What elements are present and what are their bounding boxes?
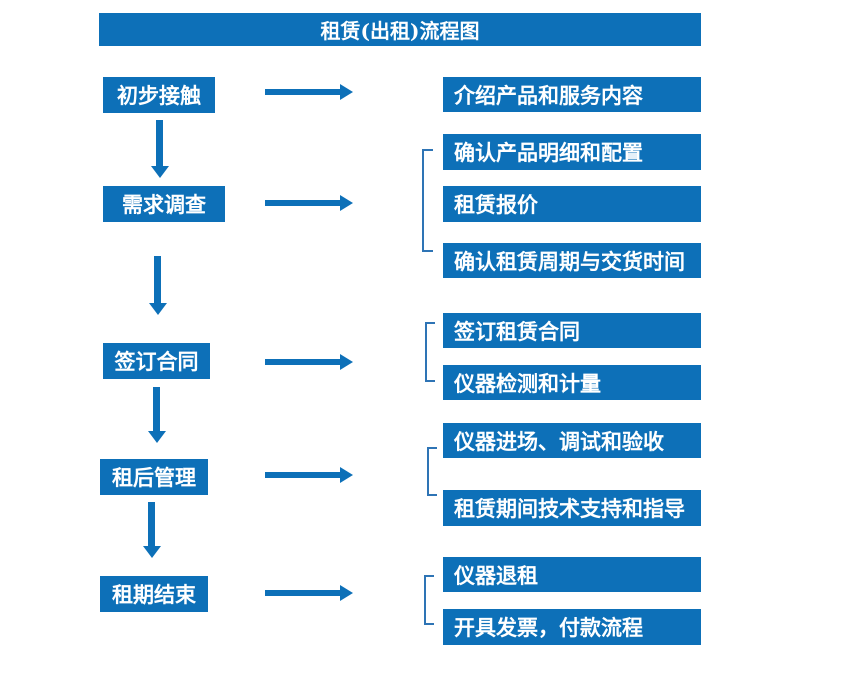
right-arrow-icon	[265, 467, 353, 483]
right-arrow-icon	[265, 195, 353, 211]
right-arrow-icon	[265, 585, 353, 601]
detail-box-instrument-inspection-measurement: 仪器检测和计量	[443, 365, 701, 400]
detail-box-introduce-products-services: 介绍产品和服务内容	[443, 77, 701, 112]
group-bracket	[424, 575, 434, 625]
down-arrow-icon	[151, 120, 169, 178]
down-arrow-icon	[143, 502, 161, 558]
detail-box-instrument-entry-debug-acceptance: 仪器进场、调试和验收	[443, 423, 701, 458]
group-bracket	[425, 322, 435, 382]
detail-box-technical-support-guidance: 租赁期间技术支持和指导	[443, 490, 701, 526]
right-arrow-icon	[265, 84, 353, 100]
detail-box-confirm-rental-period-delivery: 确认租赁周期与交货时间	[443, 243, 701, 278]
detail-box-instrument-return: 仪器退租	[443, 557, 701, 592]
flowchart-title: 租赁(出租)流程图	[99, 13, 701, 46]
group-bracket	[422, 149, 433, 252]
step-box-demand-survey: 需求调查	[103, 186, 225, 222]
right-arrow-icon	[265, 354, 353, 370]
group-bracket	[427, 447, 437, 496]
down-arrow-icon	[149, 256, 167, 315]
step-box-initial-contact: 初步接触	[103, 77, 215, 113]
step-box-rental-end: 租期结束	[100, 576, 208, 612]
detail-box-sign-rental-contract: 签订租赁合同	[443, 313, 701, 348]
down-arrow-icon	[148, 387, 166, 443]
step-box-post-rental-management: 租后管理	[100, 459, 208, 495]
step-box-sign-contract: 签订合同	[103, 343, 210, 379]
detail-box-invoice-payment-process: 开具发票，付款流程	[443, 609, 701, 645]
detail-box-rental-quotation: 租赁报价	[443, 186, 701, 222]
detail-box-confirm-product-details-config: 确认产品明细和配置	[443, 134, 701, 170]
